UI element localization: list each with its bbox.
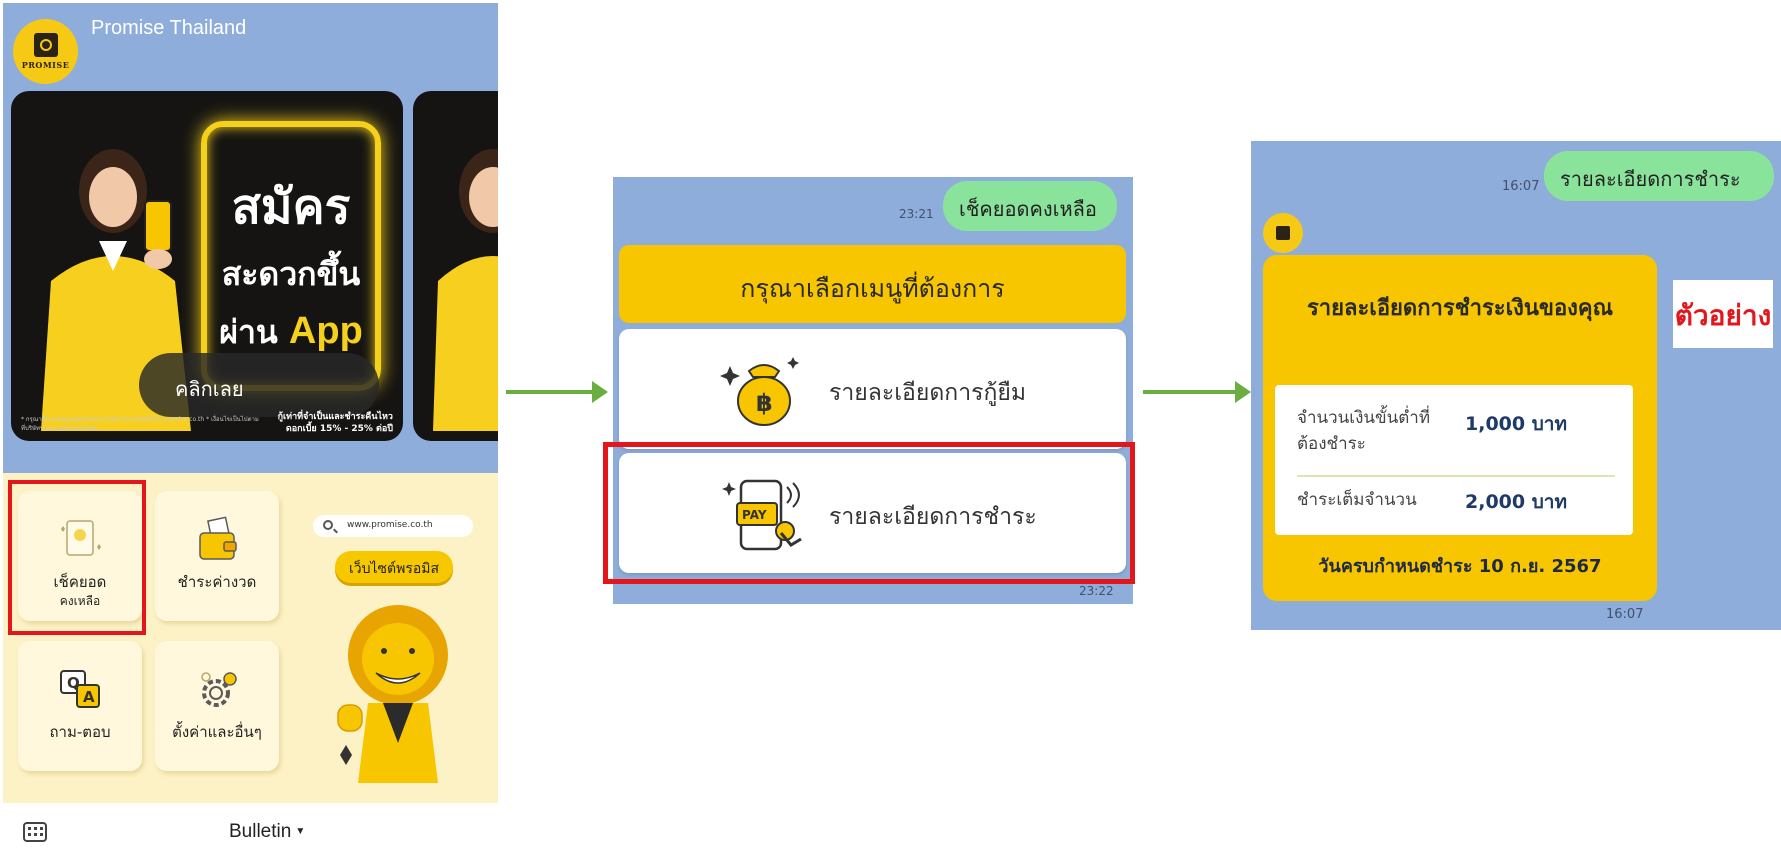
step-arrow-1 xyxy=(506,381,608,403)
search-icon xyxy=(323,520,333,530)
svg-text:A: A xyxy=(83,688,95,706)
sample-label: ตัวอย่าง xyxy=(1673,280,1773,348)
promise-avatar[interactable]: PROMISE xyxy=(13,19,78,84)
line-chat-rich-menu-panel: PROMISE Promise Thailand สมัคร สะดวกขึ้น… xyxy=(0,0,498,865)
settings-label: ตั้งค่าและอื่นๆ xyxy=(172,723,262,741)
step-arrow-2 xyxy=(1143,381,1251,403)
loan-details-option[interactable]: ฿ รายละเอียดการกู้ยืม xyxy=(619,329,1126,449)
svg-text:฿: ฿ xyxy=(756,389,773,417)
rich-menu: เช็คยอด คงเหลือ ชำระค่างวด Q A ถาม-ตอบ xyxy=(3,473,498,803)
qa-chat-icon: Q A xyxy=(60,670,100,708)
document-baht-icon xyxy=(61,520,101,556)
money-bag-icon: ฿ xyxy=(720,357,799,426)
banner-headline-3-prefix: ผ่าน xyxy=(219,313,278,351)
payment-details-card: รายละเอียดการชำระเงินของคุณ จำนวนเงินขั้… xyxy=(1263,255,1657,601)
banner-headline-3-app: App xyxy=(288,310,363,352)
check-balance-tile[interactable]: เช็คยอด คงเหลือ xyxy=(18,491,142,621)
caret-down-icon: ▼ xyxy=(295,826,306,838)
wallet-icon xyxy=(199,516,237,560)
payment-details-option[interactable]: PAY รายละเอียดการชำระ xyxy=(619,453,1126,573)
due-date: วันครบกำหนดชำระ 10 ก.ย. 2567 xyxy=(1318,556,1602,577)
click-now-button[interactable]: คลิกเลย xyxy=(139,353,379,417)
row-divider xyxy=(1297,475,1615,477)
banner-headline-1: สมัคร xyxy=(231,179,351,235)
menu-title: กรุณาเลือกเมนูที่ต้องการ xyxy=(619,245,1126,323)
banner-fine-print: * กรุณาศึกษาข้อมูลผลิตภัณฑ์และเงื่อนไขก่… xyxy=(21,416,259,432)
banner-headline-2: สะดวกขึ้น xyxy=(221,255,361,293)
payment-details-label: รายละเอียดการชำระ xyxy=(829,504,1037,530)
received-timestamp: 23:22 xyxy=(1079,584,1114,598)
banner-interest-note: กู้เท่าที่จำเป็นและชำระคืนไหว ดอกเบี้ย 1… xyxy=(277,412,393,434)
check-balance-label: เช็คยอด คงเหลือ xyxy=(18,573,142,611)
full-payment-label: ชำระเต็มจำนวน xyxy=(1297,490,1417,510)
promise-website-button[interactable]: เว็บไซต์พรอมิส xyxy=(335,551,453,583)
check-balance-subtext: คงเหลือ xyxy=(59,594,101,608)
payment-details-highlight xyxy=(603,442,1135,584)
promo-banner[interactable]: สมัคร สะดวกขึ้น ผ่าน App คลิกเลย * กรุณา… xyxy=(11,91,403,441)
pay-phone-icon: PAY xyxy=(722,479,802,551)
card-title: รายละเอียดการชำระเงินของคุณ xyxy=(1306,296,1614,321)
pay-installment-tile[interactable]: ชำระค่างวด xyxy=(155,491,279,621)
pay-icon-text: PAY xyxy=(742,508,767,522)
min-payment-label: จำนวนเงินขั้นต่ำที่ต้องชำระ xyxy=(1297,408,1431,454)
bulletin-dropdown[interactable]: Bulletin▼ xyxy=(229,821,305,843)
menu-selection-panel: 23:21 เช็คยอดคงเหลือ กรุณาเลือกเมนูที่ต้… xyxy=(613,177,1133,604)
model-illustration-2 xyxy=(433,149,498,431)
website-url-field[interactable]: www.promise.co.th xyxy=(313,515,473,537)
sent-message-bubble: รายละเอียดการชำระ xyxy=(1544,151,1774,201)
account-name: Promise Thailand xyxy=(91,17,247,39)
payment-details-panel: 16:07 รายละเอียดการชำระ รายละเอียดการชำร… xyxy=(1251,141,1781,630)
bottom-bar: Bulletin▼ xyxy=(3,803,498,865)
qa-label: ถาม-ตอบ xyxy=(49,723,111,741)
check-balance-highlight xyxy=(8,480,146,635)
lion-mascot-icon xyxy=(337,605,448,783)
loan-details-label: รายละเอียดการกู้ยืม xyxy=(829,380,1027,406)
chat-header-area: PROMISE Promise Thailand สมัคร สะดวกขึ้น… xyxy=(3,3,498,473)
promise-avatar-small[interactable] xyxy=(1263,213,1303,253)
website-block: www.promise.co.th เว็บไซต์พรอมิส xyxy=(313,515,473,583)
keyboard-icon[interactable] xyxy=(23,822,47,842)
sent-timestamp: 23:21 xyxy=(899,207,934,221)
full-payment-value: 2,000 บาท xyxy=(1465,491,1567,513)
promo-banner-next[interactable] xyxy=(413,91,498,441)
gear-icon xyxy=(201,672,237,707)
check-balance-text: เช็คยอด xyxy=(53,573,107,591)
neon-sign: สมัคร สะดวกขึ้น ผ่าน App xyxy=(201,121,381,391)
payment-amounts-table: จำนวนเงินขั้นต่ำที่ต้องชำระ 1,000 บาท ชำ… xyxy=(1275,385,1633,535)
received-timestamp: 16:07 xyxy=(1606,607,1644,622)
sent-message-bubble: เช็คยอดคงเหลือ xyxy=(943,181,1117,231)
sent-timestamp: 16:07 xyxy=(1502,179,1540,194)
min-payment-value: 1,000 บาท xyxy=(1465,413,1567,435)
avatar-logo-text: PROMISE xyxy=(21,60,70,70)
promise-logo-icon xyxy=(1276,226,1290,240)
settings-tile[interactable]: ตั้งค่าและอื่นๆ xyxy=(155,641,279,771)
pay-installment-label: ชำระค่างวด xyxy=(177,573,257,591)
qa-tile[interactable]: Q A ถาม-ตอบ xyxy=(18,641,142,771)
promise-logo-icon xyxy=(33,33,58,57)
website-url-text: www.promise.co.th xyxy=(347,520,433,530)
banner-headline-3: ผ่าน App xyxy=(207,307,375,358)
bulletin-label: Bulletin xyxy=(229,821,292,842)
